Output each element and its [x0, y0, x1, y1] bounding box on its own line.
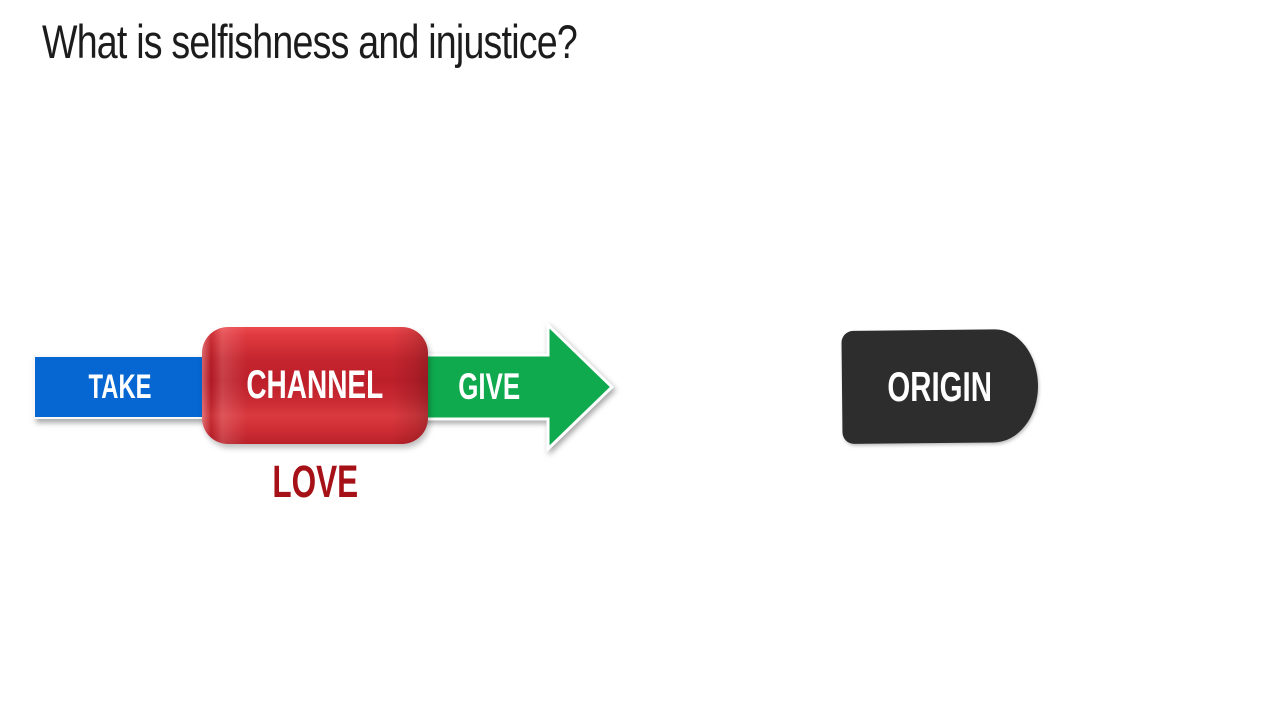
- give-label: GIVE: [458, 366, 520, 407]
- channel-label: CHANNEL: [246, 363, 384, 407]
- slide-title-text: What is selfishness and injustice?: [42, 15, 578, 68]
- slide-title: What is selfishness and injustice?: [42, 14, 711, 69]
- origin-label: ORIGIN: [887, 362, 993, 410]
- love-label: LOVE: [272, 456, 358, 507]
- channel-cylinder: [202, 327, 428, 444]
- take-label: TAKE: [88, 367, 153, 406]
